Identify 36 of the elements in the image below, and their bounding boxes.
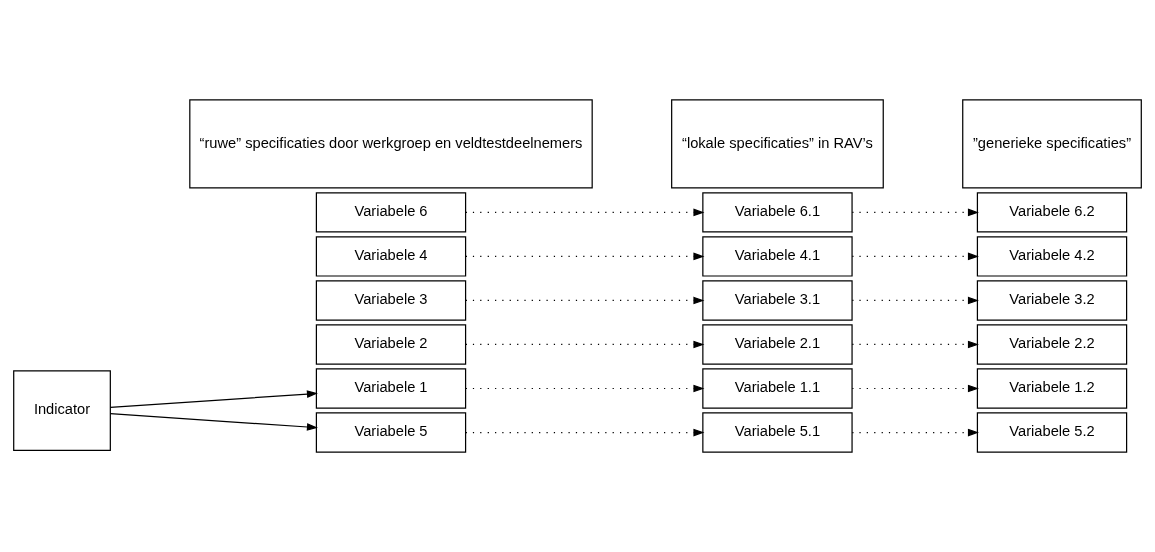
node-box: ”generieke specificaties” — [962, 99, 1142, 189]
arrow — [851, 296, 979, 305]
node-box: Variabele 6.2 — [976, 192, 1128, 233]
arrow — [109, 390, 318, 408]
node-box: Variabele 1 — [315, 368, 467, 409]
arrow — [109, 413, 318, 431]
node-box: Variabele 6.1 — [702, 192, 853, 233]
node-box: Variabele 4 — [315, 236, 467, 277]
arrow — [465, 340, 705, 349]
node-box: Variabele 3.2 — [976, 280, 1128, 321]
arrow — [465, 384, 705, 393]
arrow — [851, 252, 979, 261]
arrow — [851, 428, 979, 437]
arrow — [851, 340, 979, 349]
node-box: Variabele 3.1 — [702, 280, 853, 321]
node-box: Variabele 5.2 — [976, 412, 1128, 453]
arrow — [851, 384, 979, 393]
arrow — [465, 428, 705, 437]
node-box: “ruwe” specificaties door werkgroep en veldtestdeelnemers — [189, 99, 593, 189]
node-box: Variabele 2.1 — [702, 324, 853, 365]
node-box: Variabele 3 — [315, 280, 467, 321]
node-box: Variabele 2.2 — [976, 324, 1128, 365]
node-box: Variabele 5.1 — [702, 412, 853, 453]
node-box: Indicator — [13, 370, 111, 451]
node-box: Variabele 4.1 — [702, 236, 853, 277]
arrow — [851, 208, 979, 217]
arrow — [465, 296, 705, 305]
node-box: Variabele 1.2 — [976, 368, 1128, 409]
node-box: Variabele 6 — [315, 192, 467, 233]
node-box: Variabele 4.2 — [976, 236, 1128, 277]
node-box: “lokale specificaties” in RAV’s — [671, 99, 884, 189]
arrow — [465, 208, 705, 217]
arrow — [465, 252, 705, 261]
node-box: Variabele 2 — [315, 324, 467, 365]
node-box: Variabele 1.1 — [702, 368, 853, 409]
node-box: Variabele 5 — [315, 412, 467, 453]
